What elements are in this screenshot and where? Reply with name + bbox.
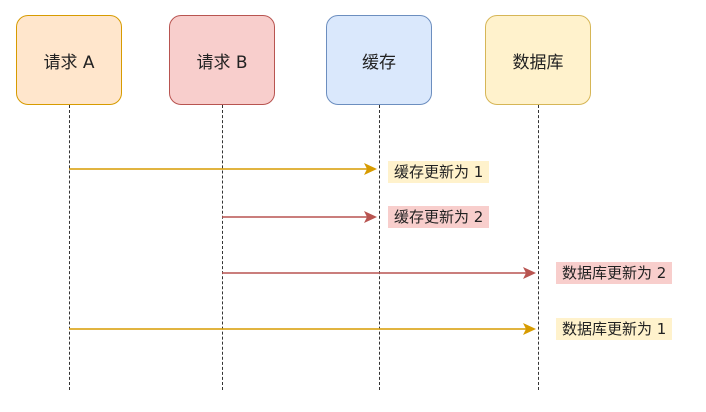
lifeline-database bbox=[538, 105, 539, 390]
actor-database: 数据库 bbox=[485, 15, 591, 105]
arrowhead-cache-update-2 bbox=[364, 211, 377, 223]
lifeline-cache bbox=[379, 105, 380, 390]
actor-request-b-label: 请求 B bbox=[196, 52, 248, 73]
label-db-update-1: 数据库更新为 1 bbox=[556, 318, 673, 340]
actor-cache-label: 缓存 bbox=[362, 52, 396, 73]
actor-request-a: 请求 A bbox=[16, 15, 122, 105]
actor-request-a-label: 请求 A bbox=[43, 52, 95, 73]
label-db-update-2: 数据库更新为 2 bbox=[556, 262, 673, 284]
arrowhead-cache-update-1 bbox=[364, 163, 377, 175]
arrowhead-db-update-1 bbox=[523, 323, 536, 335]
actor-database-label: 数据库 bbox=[512, 52, 564, 73]
label-cache-update-1: 缓存更新为 1 bbox=[388, 161, 490, 183]
actor-request-b: 请求 B bbox=[169, 15, 275, 105]
arrowhead-db-update-2 bbox=[523, 267, 536, 279]
lifeline-request-b bbox=[222, 105, 223, 390]
label-cache-update-2: 缓存更新为 2 bbox=[388, 206, 490, 228]
lifeline-request-a bbox=[69, 105, 70, 390]
actor-cache: 缓存 bbox=[326, 15, 432, 105]
